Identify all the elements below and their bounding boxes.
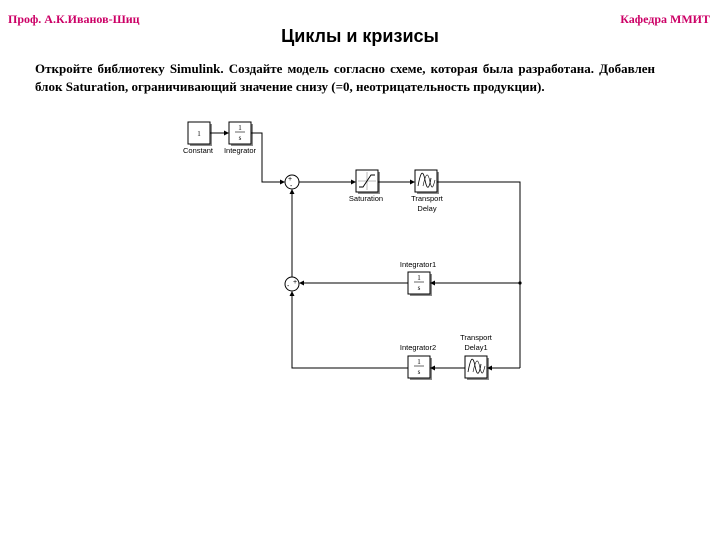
sum2-sign-right: +: [293, 279, 297, 286]
integrator-label: Integrator: [224, 146, 257, 155]
transport-delay1-label-line1: Transport: [460, 333, 493, 342]
task-description: Откройте библиотеку Simulink. Создайте м…: [35, 61, 655, 94]
author-header: Проф. А.К.Иванов-Шиц: [8, 12, 140, 26]
transport-delay1-label-line2: Delay1: [464, 343, 487, 352]
sum1-block[interactable]: + -: [284, 174, 300, 190]
integrator1-block[interactable]: 1 s: [407, 271, 432, 296]
department-header: Кафедра ММИТ: [620, 12, 710, 26]
saturation-curve-icon: [358, 172, 376, 190]
delay-wave-icon: [467, 358, 486, 374]
delay-wave-icon: [417, 172, 436, 188]
sum1-sign-bottom: -: [290, 183, 293, 190]
integrator-denominator: s: [239, 134, 242, 142]
saturation-block[interactable]: [355, 169, 380, 194]
saturation-label: Saturation: [349, 194, 383, 203]
integrator2-block[interactable]: 1 s: [407, 355, 432, 380]
integrator-numerator: 1: [238, 124, 242, 132]
sum2-block[interactable]: - +: [284, 276, 300, 292]
integrator-block[interactable]: 1 s: [228, 121, 253, 146]
transport-delay1-block[interactable]: [464, 355, 489, 380]
page-title: Циклы и кризисы: [281, 26, 439, 46]
constant-block[interactable]: 1: [187, 121, 212, 146]
signal-wires: [210, 130, 522, 371]
transport-delay-label-line1: Transport: [411, 194, 444, 203]
sum1-sign-top: +: [288, 176, 292, 183]
integrator1-label: Integrator1: [400, 260, 436, 269]
integrator2-numerator: 1: [417, 358, 421, 366]
constant-label: Constant: [183, 146, 214, 155]
integrator1-denominator: s: [418, 284, 421, 292]
transport-delay-block[interactable]: [414, 169, 439, 194]
integrator1-numerator: 1: [417, 274, 421, 282]
sum2-sign-left: -: [287, 283, 290, 290]
integrator2-denominator: s: [418, 368, 421, 376]
integrator2-label: Integrator2: [400, 343, 436, 352]
constant-value: 1: [197, 130, 201, 138]
transport-delay-label-line2: Delay: [417, 204, 436, 213]
